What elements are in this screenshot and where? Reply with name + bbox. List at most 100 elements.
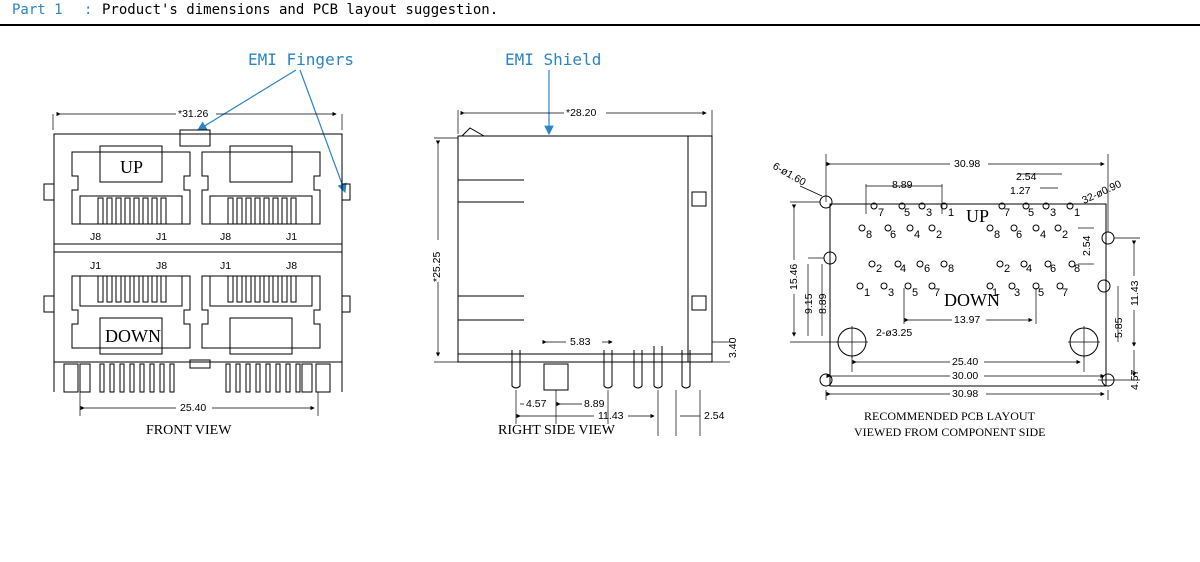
front-housing xyxy=(53,133,343,363)
part-label: Part 1 xyxy=(12,2,63,18)
svg-text:3: 3 xyxy=(1050,207,1056,219)
pcb-layout: 30.98 6-ø1.60 8.89 2.54 1.27 32-ø0.90 2-… xyxy=(771,154,1141,439)
pcb-1546-dim: 15.46 xyxy=(788,264,800,290)
pcb-6-160-dim: 6-ø1.60 xyxy=(771,160,808,189)
svg-text:8: 8 xyxy=(866,229,872,241)
side-340-dim: 3.40 xyxy=(727,337,739,358)
pin-j1-tl: J1 xyxy=(156,231,167,243)
mount-hole-tr xyxy=(1101,231,1115,245)
pin-j1-bl: J1 xyxy=(90,260,101,272)
pcb-3098-top-dim: 30.98 xyxy=(954,158,980,170)
pcb-457-dim: 4.57 xyxy=(1129,369,1141,390)
svg-text:4: 4 xyxy=(1026,263,1032,275)
front-width-dim: *31.26 xyxy=(178,108,209,120)
svg-text:7: 7 xyxy=(1004,207,1010,219)
svg-text:2: 2 xyxy=(1004,263,1010,275)
pcb-915-dim: 9.15 xyxy=(803,293,815,314)
port-bottom-right xyxy=(201,275,321,349)
svg-text:4: 4 xyxy=(914,229,920,241)
emi-finger-top xyxy=(179,129,211,147)
pcb-127-dim: 1.27 xyxy=(1010,185,1031,197)
section-header: Part 1 : Product's dimensions and PCB la… xyxy=(0,0,1200,26)
pin-j8-tl: J8 xyxy=(90,231,101,243)
pcb-254-right-dim: 2.54 xyxy=(1081,235,1093,256)
pin-j8-br: J8 xyxy=(286,260,297,272)
pcb-caption-line1: RECOMMENDED PCB LAYOUT xyxy=(864,409,1036,423)
mount-hole-bl xyxy=(819,373,833,387)
front-view: *31.26 UP J8 J1 J8 J1 J1 J8 J1 J8 xyxy=(43,108,351,438)
svg-text:6: 6 xyxy=(1050,263,1056,275)
pin-j1-tr: J1 xyxy=(286,231,297,243)
pcb-254-top-dim: 2.54 xyxy=(1016,171,1037,183)
svg-text:8: 8 xyxy=(948,263,954,275)
svg-text:2: 2 xyxy=(876,263,882,275)
side-pins xyxy=(511,346,691,391)
pcb-pads-upper xyxy=(858,202,1074,232)
front-view-caption: FRONT VIEW xyxy=(146,423,232,438)
pcb-2-325-dim: 2-ø3.25 xyxy=(876,327,912,339)
technical-drawing: EMI Fingers EMI Shield *31.26 UP J8 xyxy=(43,50,1141,439)
svg-text:1: 1 xyxy=(992,287,998,299)
pcb-32-090-dim: 32-ø0.90 xyxy=(1080,178,1123,207)
svg-text:5: 5 xyxy=(1038,287,1044,299)
side-depth-dim: *28.20 xyxy=(566,107,597,119)
port-bottom-left xyxy=(71,275,191,349)
svg-text:4: 4 xyxy=(1040,229,1046,241)
side-view-caption: RIGHT SIDE VIEW xyxy=(498,423,616,438)
svg-text:2: 2 xyxy=(1062,229,1068,241)
pcb-2540-dim: 25.40 xyxy=(952,356,978,368)
side-housing xyxy=(457,135,713,363)
pcb-down-label: DOWN xyxy=(944,290,1000,310)
front-up-label: UP xyxy=(120,157,143,177)
svg-text:1: 1 xyxy=(864,287,870,299)
side-view: *28.20 *25.25 3.40 5.83 xyxy=(431,107,739,438)
front-pitch-dim: 25.40 xyxy=(180,402,206,414)
mount-hole-mr xyxy=(1097,279,1111,293)
svg-text:2: 2 xyxy=(936,229,942,241)
svg-text:1: 1 xyxy=(1074,207,1080,219)
pcb-pin-numbers-upper: 7 5 3 1 8 6 4 2 7 5 3 1 8 6 4 2 xyxy=(866,207,1080,241)
svg-text:6: 6 xyxy=(890,229,896,241)
pin-j8-tr: J8 xyxy=(220,231,231,243)
header-description: Product's dimensions and PCB layout sugg… xyxy=(102,2,499,18)
pin-j1-br: J1 xyxy=(220,260,231,272)
side-1143-dim: 11.43 xyxy=(598,410,624,422)
emi-fingers-callout: EMI Fingers xyxy=(248,50,354,69)
svg-text:4: 4 xyxy=(900,263,906,275)
pcb-585-dim: 5.85 xyxy=(1113,317,1125,338)
svg-text:6: 6 xyxy=(1016,229,1022,241)
svg-text:6: 6 xyxy=(924,263,930,275)
svg-text:7: 7 xyxy=(934,287,940,299)
front-down-label: DOWN xyxy=(105,326,161,346)
pcb-889-v-dim: 8.89 xyxy=(817,293,829,314)
svg-text:7: 7 xyxy=(1062,287,1068,299)
pcb-pads-lower xyxy=(856,260,1076,290)
pcb-pin-numbers-lower: 2 4 6 8 1 3 5 7 2 4 6 8 1 3 5 7 xyxy=(864,263,1080,299)
pcb-1397-dim: 13.97 xyxy=(954,314,980,326)
pcb-3098-bot-dim: 30.98 xyxy=(952,388,978,400)
svg-text:8: 8 xyxy=(994,229,1000,241)
side-889-dim: 8.89 xyxy=(584,398,605,410)
svg-text:3: 3 xyxy=(926,207,932,219)
svg-text:3: 3 xyxy=(888,287,894,299)
side-583-dim: 5.83 xyxy=(570,336,591,348)
header-colon: : xyxy=(84,2,93,18)
port-top-left xyxy=(71,151,191,225)
pcb-up-label: UP xyxy=(966,206,989,226)
side-457-dim: 4.57 xyxy=(526,398,547,410)
side-254-dim: 2.54 xyxy=(704,410,725,422)
front-pins xyxy=(63,359,331,393)
svg-text:5: 5 xyxy=(1028,207,1034,219)
emi-shield-callout: EMI Shield xyxy=(505,50,601,69)
emi-fingers-leader-right xyxy=(299,69,347,194)
svg-text:3: 3 xyxy=(1014,287,1020,299)
svg-text:7: 7 xyxy=(878,207,884,219)
pin-j8-bl: J8 xyxy=(156,260,167,272)
svg-text:8: 8 xyxy=(1074,263,1080,275)
port-top-right xyxy=(201,151,321,225)
svg-text:1: 1 xyxy=(948,207,954,219)
svg-text:5: 5 xyxy=(912,287,918,299)
pcb-caption-line2: VIEWED FROM COMPONENT SIDE xyxy=(854,425,1045,439)
pcb-3000-dim: 30.00 xyxy=(952,370,978,382)
emi-fingers-leader-left xyxy=(196,69,297,131)
